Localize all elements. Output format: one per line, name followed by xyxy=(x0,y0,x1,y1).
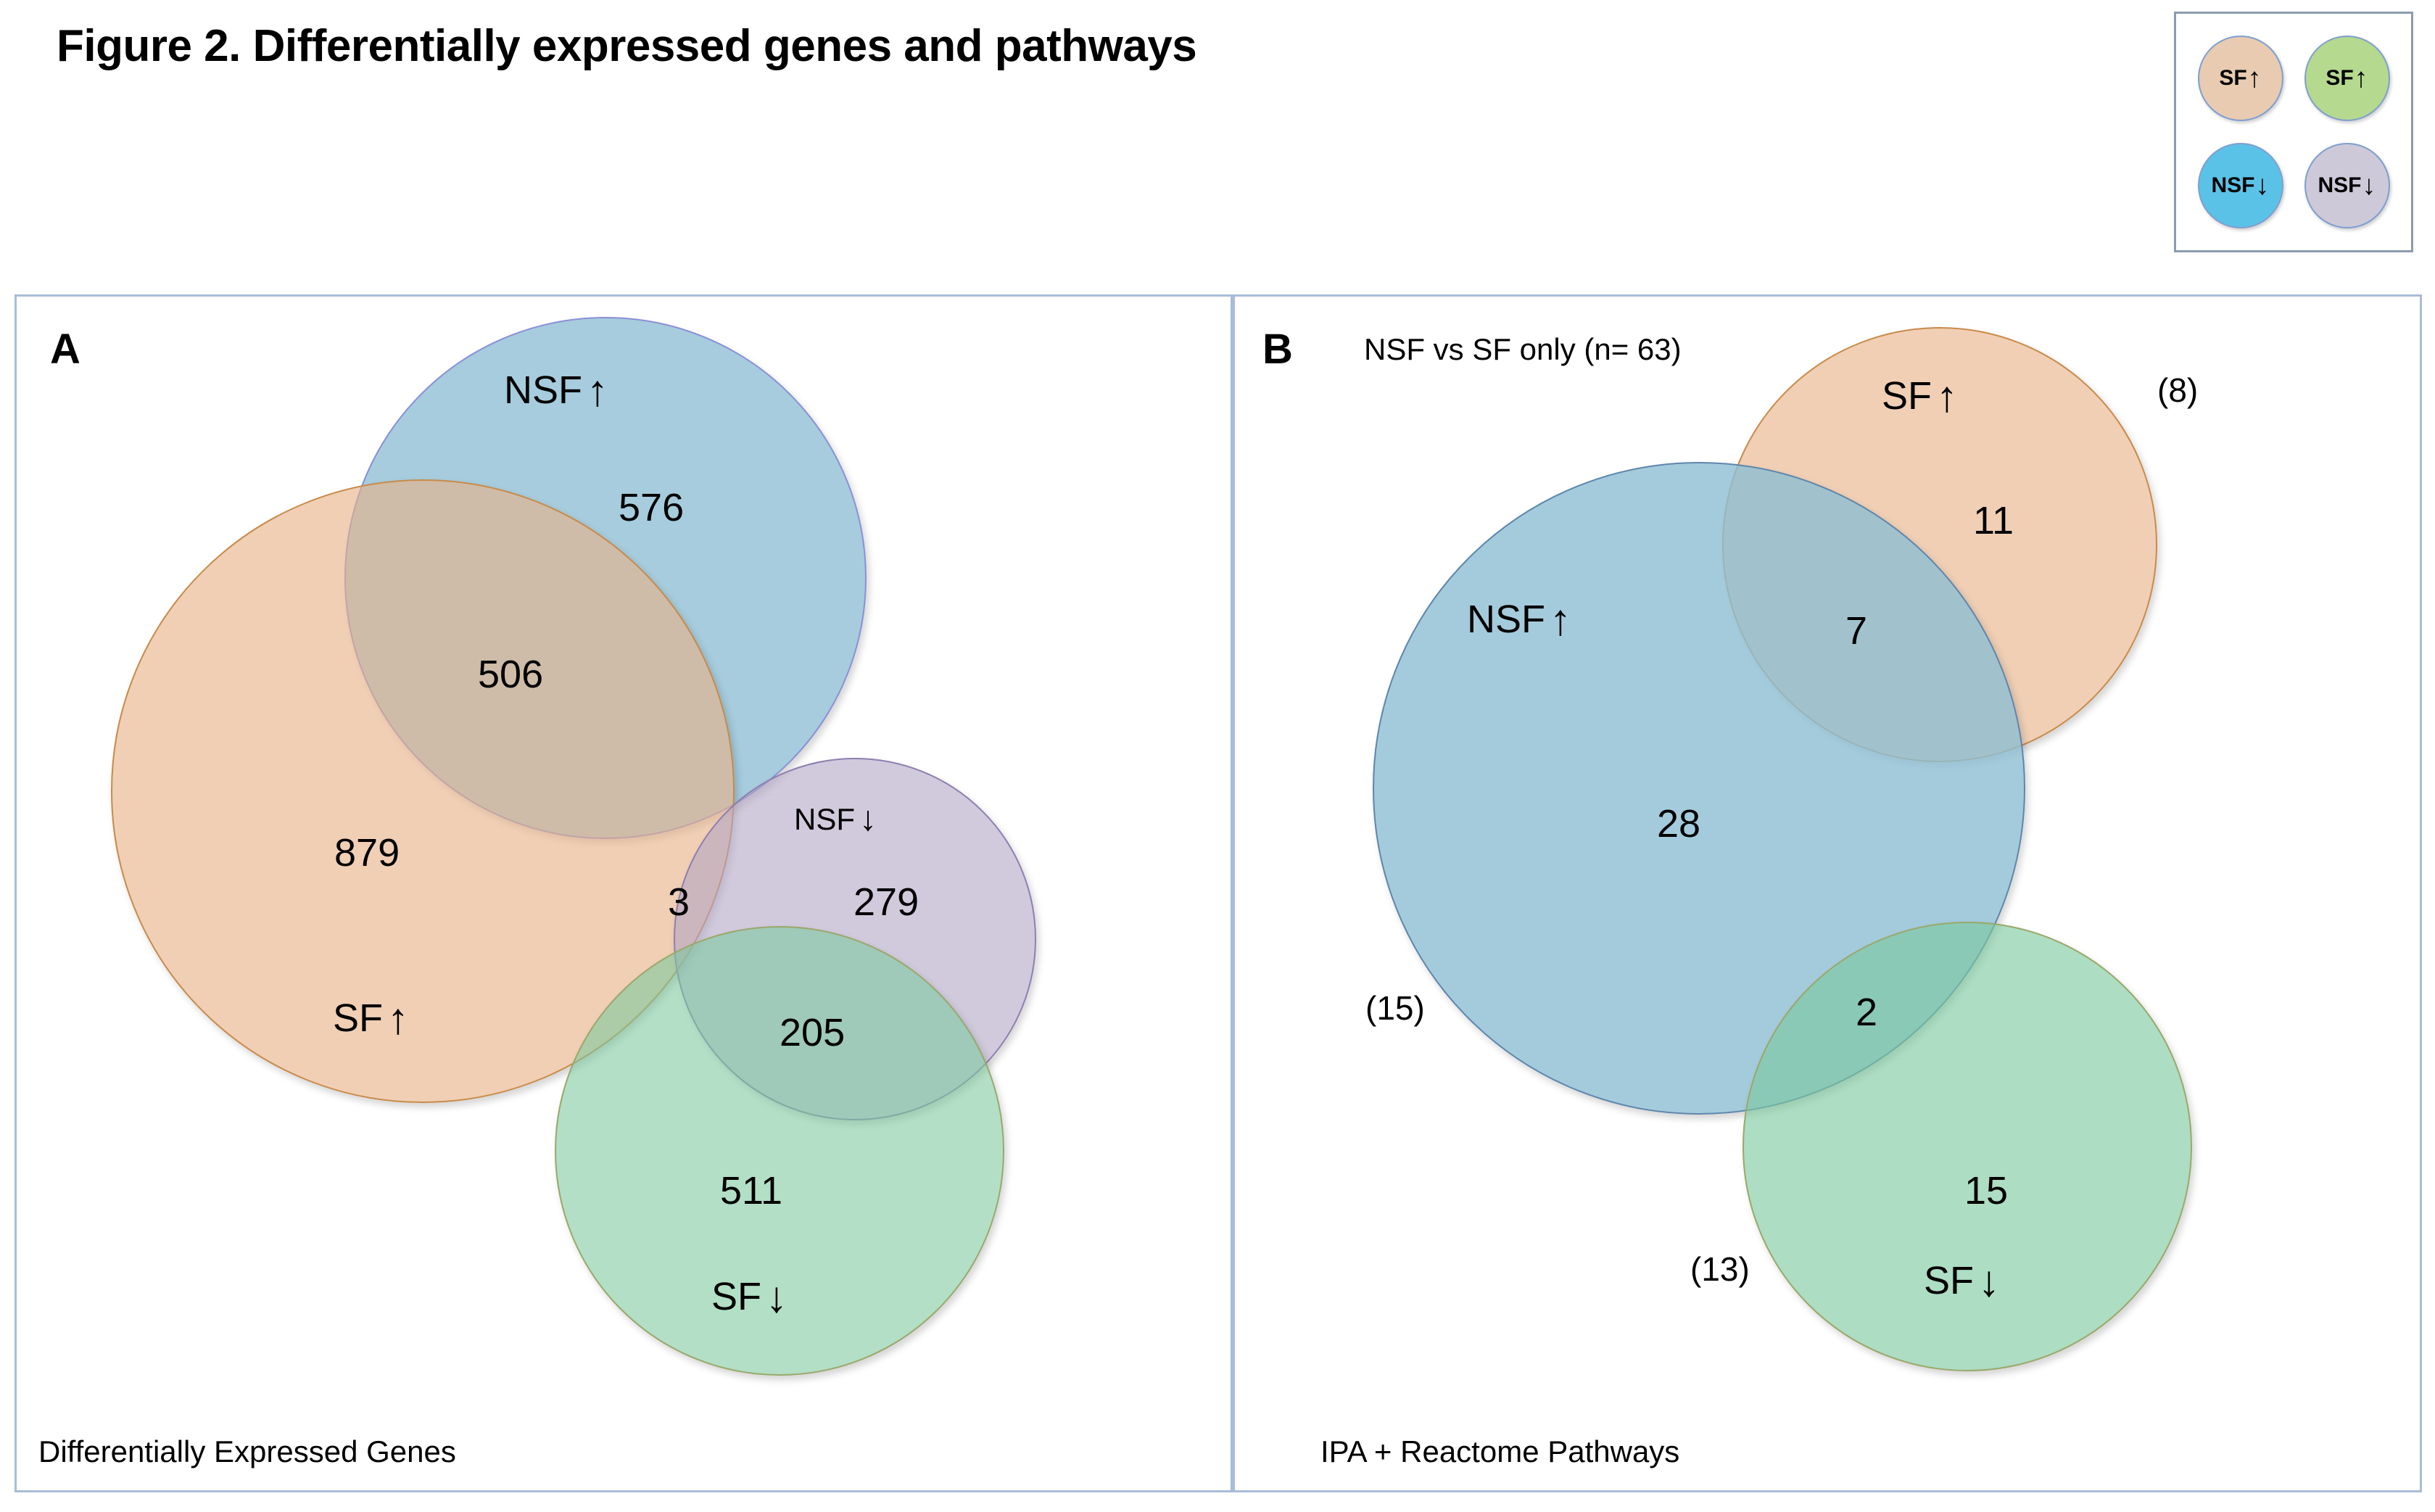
arrow-up-icon: ↑ xyxy=(2247,62,2262,94)
venn-note-nsf-up: (15) xyxy=(1365,989,1425,1027)
legend-item-nsf-down-lilac: NSF↓ xyxy=(2296,134,2398,237)
venn-count-sf-up-nsf-down: 3 xyxy=(668,880,690,924)
venn-circle-sf-down xyxy=(1742,922,2192,1371)
legend-item-nsf-down-blue: NSF↓ xyxy=(2189,134,2291,237)
venn-label-nsf-up: NSF↑ xyxy=(504,365,608,415)
venn-label-sf-up: SF↑ xyxy=(333,993,410,1043)
venn-note-sf-up: (8) xyxy=(2157,371,2199,409)
legend-chip-sf-up-green: SF↑ xyxy=(2304,36,2390,121)
venn-note-sf-down: (13) xyxy=(1690,1250,1750,1288)
arrow-up-icon: ↑ xyxy=(1550,595,1571,644)
legend-chip-label: SF↑ xyxy=(2219,62,2262,94)
venn-label-nsf-down: NSF↓ xyxy=(794,799,877,838)
arrow-up-icon: ↑ xyxy=(2354,62,2368,94)
legend-chip-label: SF↑ xyxy=(2326,62,2368,94)
arrow-down-icon: ↓ xyxy=(859,799,877,838)
arrow-up-icon: ↑ xyxy=(587,365,608,415)
venn-count-sf-up-nsf-up: 506 xyxy=(478,653,544,696)
legend-item-sf-up-green: SF↑ xyxy=(2296,27,2398,130)
venn-label-sf-down: SF↓ xyxy=(711,1272,788,1321)
venn-label-nsf-up: NSF↑ xyxy=(1467,595,1571,644)
venn-count-nsf-up-sf-up: 7 xyxy=(1845,609,1868,653)
venn-count-nsf-down-sf-down: 205 xyxy=(780,1011,846,1054)
legend-chip-label: NSF↓ xyxy=(2318,170,2376,201)
panel-b-subtitle: NSF vs SF only (n= 63) xyxy=(1364,332,1682,366)
page-title: Figure 2. Differentially expressed genes… xyxy=(57,21,1197,71)
venn-count-sf-down-only: 511 xyxy=(720,1169,783,1213)
legend-item-sf-up-tan: SF↑ xyxy=(2189,27,2291,130)
arrow-down-icon: ↓ xyxy=(2362,170,2376,201)
legend-chip-label: NSF↓ xyxy=(2211,170,2270,201)
venn-count-nsf-up-only: 28 xyxy=(1657,802,1701,846)
legend-key-box: SF↑ SF↑ NSF↓ NSF↓ xyxy=(2174,12,2413,252)
arrow-down-icon: ↓ xyxy=(2255,170,2270,201)
venn-count-nsf-up-only: 576 xyxy=(619,486,685,529)
panel-b-letter: B xyxy=(1262,326,1293,373)
venn-count-sf-down-only: 15 xyxy=(1964,1169,2009,1213)
panel-a-letter: A xyxy=(50,326,80,373)
panel-b: B NSF vs SF only (n= 63) NSF↑ SF↑ SF↓ 28… xyxy=(1233,294,2422,1492)
panel-a: A NSF↑ SF↑ NSF↓ SF↓ 576 879 279 511 506 … xyxy=(15,294,1233,1492)
legend-chip-nsf-down-lilac: NSF↓ xyxy=(2304,143,2390,228)
legend-chip-nsf-down-blue: NSF↓ xyxy=(2197,143,2283,228)
venn-count-nsf-down-only: 279 xyxy=(853,880,919,924)
venn-label-sf-up: SF↑ xyxy=(1882,371,1959,421)
arrow-up-icon: ↑ xyxy=(1936,371,1959,421)
arrow-down-icon: ↓ xyxy=(766,1272,788,1321)
legend-chip-sf-up-tan: SF↑ xyxy=(2197,36,2283,121)
venn-label-sf-down: SF↓ xyxy=(1924,1256,2001,1305)
venn-circle-sf-down xyxy=(555,926,1004,1376)
venn-count-sf-up-only: 879 xyxy=(334,831,400,875)
panel-a-caption: Differentially Expressed Genes xyxy=(38,1434,456,1468)
arrow-down-icon: ↓ xyxy=(1978,1256,2001,1305)
venn-count-nsf-up-sf-down: 2 xyxy=(1856,991,1878,1034)
panel-b-caption: IPA + Reactome Pathways xyxy=(1320,1434,1680,1468)
venn-count-sf-up-only: 11 xyxy=(1973,499,2014,542)
arrow-up-icon: ↑ xyxy=(387,993,410,1043)
